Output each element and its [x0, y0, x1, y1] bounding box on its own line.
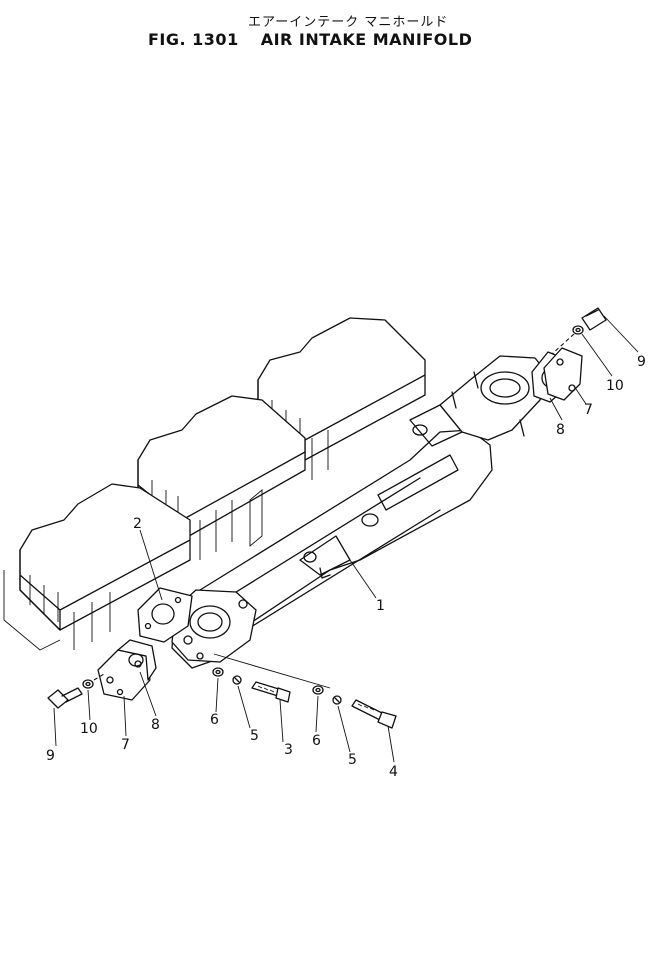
callout-labels: 1 2 3 4 5 5 6 6 7 7 8 8 9 9 10 10: [46, 354, 646, 780]
washer-rear-10: [572, 325, 584, 335]
callout-6-right: 6: [312, 733, 321, 749]
figure-title: FIG. 1301 AIR INTAKE MANIFOLD: [148, 30, 472, 49]
callout-7-rear: 7: [584, 402, 593, 418]
lock-washer-5-left: [232, 675, 242, 685]
callout-8-front: 8: [151, 717, 160, 733]
bolt-rear-9: [581, 307, 607, 331]
callout-8-rear: 8: [556, 422, 565, 438]
figure-number: FIG. 1301: [148, 30, 239, 49]
assembly-line-front: [93, 673, 105, 681]
figure-name: AIR INTAKE MANIFOLD: [260, 30, 473, 49]
leader-lines: [53, 315, 639, 763]
cylinder-head-covers: [3, 317, 426, 651]
head-cover-front: [3, 483, 191, 651]
callout-5-right: 5: [348, 752, 357, 768]
washer-front-10: [82, 679, 94, 689]
callout-9-front: 9: [46, 748, 55, 764]
title-japanese: エアーインテーク マニホールド: [248, 15, 449, 30]
cover-plate-rear: [543, 347, 583, 401]
intake-manifold-body: [171, 355, 549, 669]
assembly-line-center: [213, 653, 331, 689]
bolt-front-9: [47, 687, 83, 709]
callout-4: 4: [389, 764, 398, 780]
callout-10-rear: 10: [606, 378, 624, 394]
assembly-line-rear: [551, 333, 575, 355]
washer-6-left: [212, 667, 224, 677]
callout-7-front: 7: [121, 737, 130, 753]
callout-3: 3: [284, 742, 293, 758]
bolt-3: [251, 681, 291, 703]
lock-washer-5-right: [332, 695, 342, 705]
callout-9-rear: 9: [637, 354, 646, 370]
washer-6-right: [312, 685, 324, 695]
gasket-front: [137, 587, 193, 643]
callout-5-left: 5: [250, 728, 259, 744]
callout-2: 2: [133, 516, 142, 532]
callout-6-left: 6: [210, 712, 219, 728]
gasket-cover-front: [117, 639, 157, 681]
callout-1: 1: [376, 598, 385, 614]
bolt-4: [351, 699, 397, 729]
callout-10-front: 10: [80, 721, 98, 737]
